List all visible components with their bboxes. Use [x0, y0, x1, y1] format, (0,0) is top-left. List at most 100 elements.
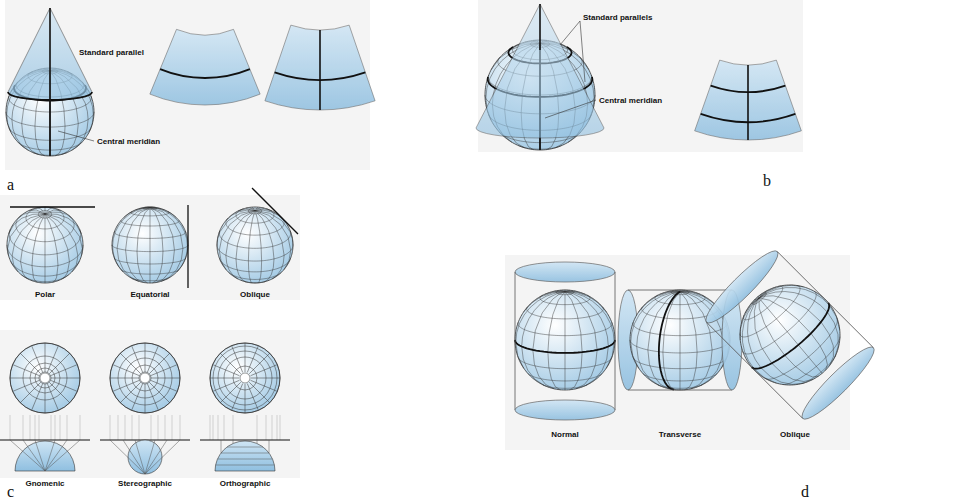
- guide-line: [30, 415, 31, 440]
- guide-line: [257, 415, 258, 440]
- hemisphere-parallel: [216, 465, 275, 466]
- disk-radial: [151, 380, 178, 391]
- hemisphere-parallel: [227, 447, 263, 448]
- disk-ring: [139, 372, 151, 384]
- guide-line: [224, 415, 225, 440]
- central-meridian-line: [747, 65, 749, 140]
- projection-ray: [257, 440, 258, 444]
- projection-ray: [45, 440, 80, 471]
- cylinder-side: [615, 272, 616, 410]
- projection-plane: [10, 206, 95, 207]
- cylinder-end: [515, 400, 615, 420]
- panel-letter: b: [762, 172, 772, 190]
- disk-radial: [147, 384, 158, 411]
- disk-radial: [45, 384, 46, 413]
- disk-radial: [210, 378, 239, 379]
- disk-center: [240, 373, 250, 383]
- guide-line: [51, 415, 52, 440]
- highlight-line: [752, 303, 829, 369]
- disk-radial: [251, 380, 278, 391]
- panel-ground: [0, 330, 300, 478]
- standard-parallel-arc: [160, 69, 250, 78]
- disk-radial: [10, 378, 39, 379]
- graticule: [515, 290, 615, 390]
- guide-line: [35, 415, 36, 440]
- projection-ray: [10, 440, 45, 471]
- axis-line: [50, 8, 51, 156]
- graticule: [112, 207, 188, 283]
- disk-radial: [110, 378, 139, 379]
- graticule: [740, 285, 840, 384]
- guide-line: [67, 415, 68, 440]
- graticule: [7, 207, 83, 283]
- caption-label: Oblique: [779, 430, 811, 440]
- disk-radial: [251, 378, 280, 379]
- globe-sphere: [7, 207, 83, 283]
- projection-ray: [269, 440, 270, 453]
- disk-radial: [120, 353, 141, 374]
- projection-ray: [110, 440, 145, 474]
- guide-line: [132, 415, 133, 440]
- disk-ring: [110, 343, 180, 413]
- caption-label: Central meridian: [96, 137, 161, 147]
- projection-plane: [187, 205, 188, 288]
- guide-line: [280, 415, 281, 440]
- disk-radial: [220, 382, 241, 403]
- guide-line: [55, 415, 56, 440]
- panel-ground: [505, 255, 850, 450]
- hemisphere-section: [15, 441, 75, 471]
- guide-line: [139, 415, 140, 440]
- projection-plane: [200, 440, 290, 441]
- guide-line: [172, 415, 173, 440]
- highlight-line: [659, 292, 680, 390]
- central-meridian-line: [539, 4, 541, 50]
- projection-ray: [23, 440, 45, 471]
- disk-radial: [151, 365, 178, 376]
- disk-radial: [51, 378, 80, 379]
- disk-radial: [247, 384, 258, 411]
- guide-line: [165, 415, 166, 440]
- disk-radial: [113, 365, 140, 376]
- projection-plane: [0, 440, 90, 441]
- globe: [515, 290, 615, 390]
- projection-ray: [145, 440, 180, 474]
- guide-line: [125, 415, 126, 440]
- hemisphere-section: [215, 441, 275, 471]
- leader-line: [560, 21, 580, 45]
- oblique-cylinder-front: [707, 252, 881, 426]
- disk-radial: [232, 384, 243, 411]
- disk-center: [140, 373, 150, 383]
- disk-radial: [213, 380, 240, 391]
- unrolled-cone: [150, 29, 260, 105]
- caption-label: Equatorial: [129, 290, 170, 300]
- cylinder-side: [777, 252, 873, 348]
- disk-radial: [49, 382, 70, 403]
- sphere-section: [128, 440, 162, 474]
- cylinder-end: [796, 341, 881, 426]
- leader-line: [580, 21, 585, 82]
- guide-line: [277, 415, 278, 440]
- disk-radial: [13, 365, 40, 376]
- leader-line: [545, 100, 596, 118]
- guide-line: [39, 415, 40, 440]
- guide-line: [272, 415, 273, 440]
- disk-ring: [10, 343, 80, 413]
- disk-radial: [32, 346, 43, 373]
- disk-radial: [45, 343, 46, 372]
- panel-letter: c: [6, 483, 15, 501]
- guide-line: [151, 415, 152, 440]
- guide-line: [10, 415, 11, 440]
- disk-radial: [245, 343, 246, 372]
- unrolled-cone: [265, 25, 375, 110]
- guide-line: [210, 415, 211, 440]
- guide-line: [23, 415, 24, 440]
- secant-cone: [476, 4, 604, 138]
- disk-radial: [220, 353, 241, 374]
- disk-radial: [147, 346, 158, 373]
- disk-radial: [132, 346, 143, 373]
- panel-ground: [0, 195, 300, 300]
- disk-radial: [47, 346, 58, 373]
- caption-label: Polar: [34, 290, 56, 300]
- disk-radial: [151, 378, 180, 379]
- caption-label: Orthographic: [219, 479, 272, 489]
